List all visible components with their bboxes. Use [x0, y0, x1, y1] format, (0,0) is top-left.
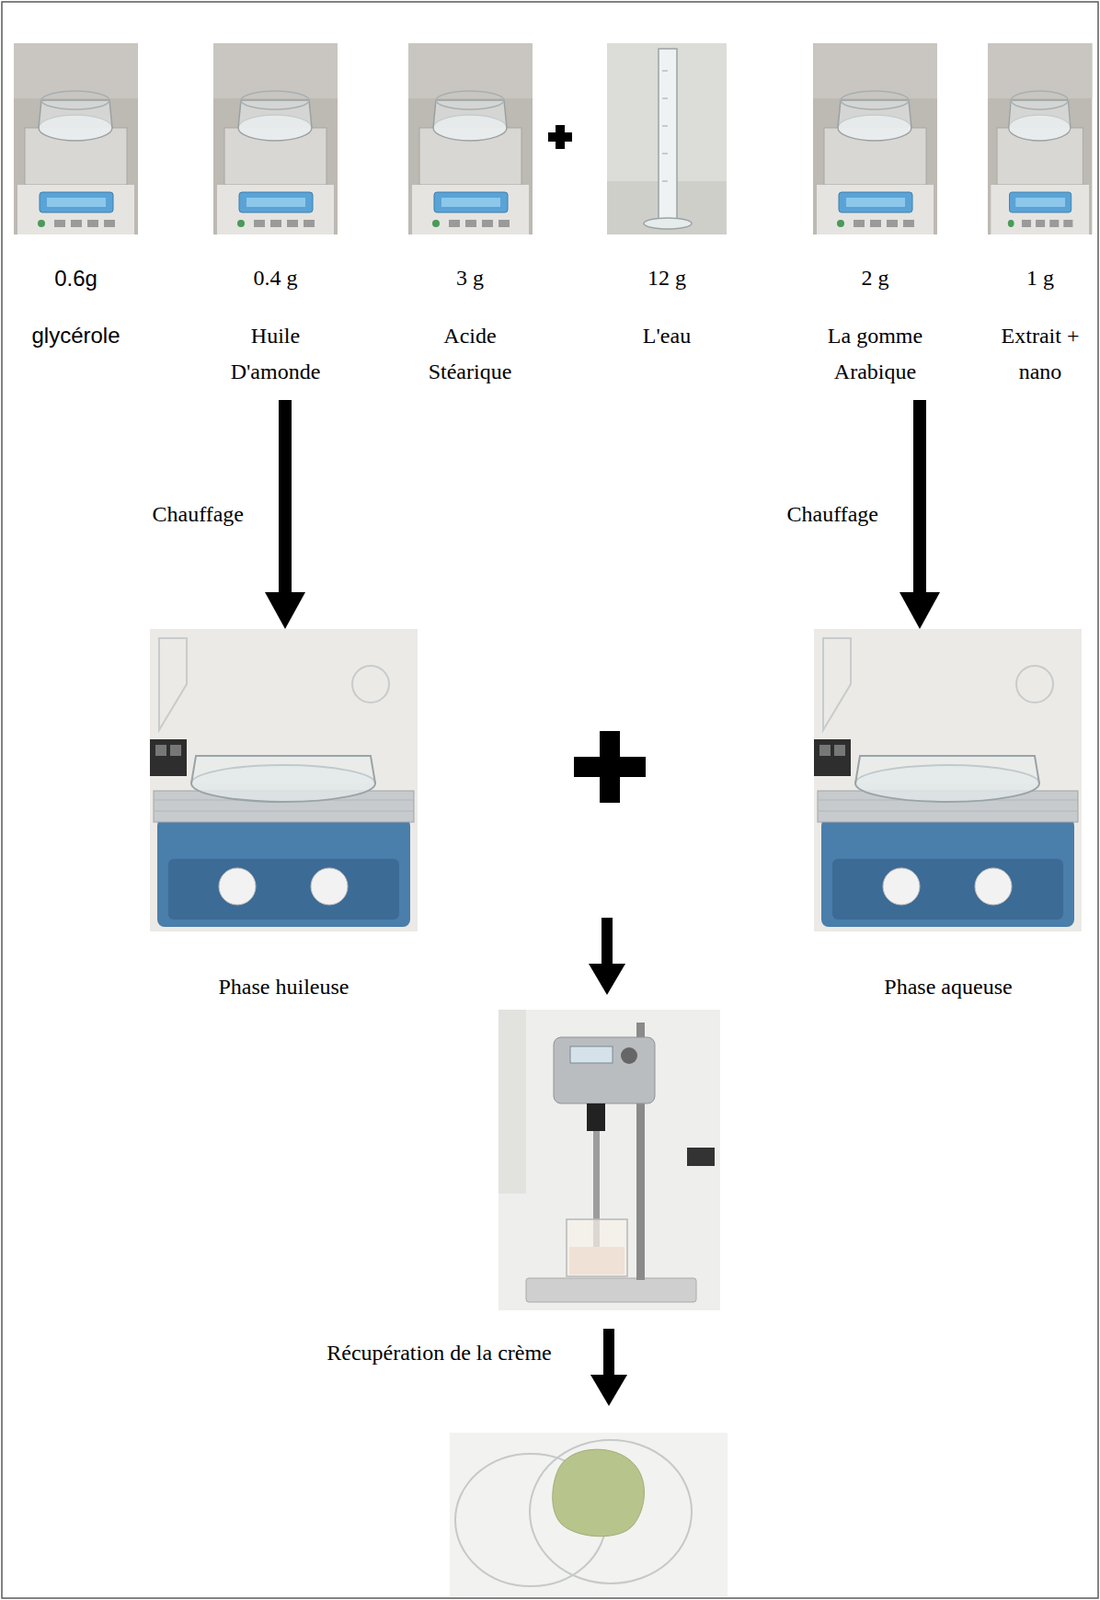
- balance-photo: [987, 43, 1092, 235]
- edge-label: Chauffage: [786, 496, 879, 532]
- ingredient-name: L'eau: [607, 318, 727, 354]
- cream-photo: [449, 1432, 728, 1597]
- phase-card: Phase huileuse: [149, 629, 418, 1005]
- quantity-label: 1 g: [987, 263, 1093, 293]
- ingredient-name: Acide Stéarique: [408, 318, 532, 390]
- ingredient-name: Extrait + nano: [987, 318, 1093, 390]
- step-label: Récupération de la crème: [326, 1335, 552, 1371]
- ingredient-name: Phase aqueuse: [813, 969, 1083, 1005]
- ingredient-card: 1 g Extrait + nano: [987, 43, 1093, 390]
- heating-arrow: [913, 400, 927, 593]
- ingredient-name: Phase huileuse: [149, 969, 418, 1005]
- ingredient-name: glycérole: [11, 318, 140, 354]
- phase-card: Phase aqueuse: [813, 629, 1083, 1005]
- plus-sign: [573, 731, 646, 803]
- balance-photo: [13, 43, 138, 235]
- ingredient-card: 0.6g glycérole: [11, 43, 140, 355]
- ingredient-card: 0.4 g Huile D'amonde: [211, 43, 340, 390]
- quantity-label: 0.6g: [11, 263, 140, 293]
- balance-photo: [813, 43, 938, 235]
- ingredient-card: 3 g Acide Stéarique: [408, 43, 532, 390]
- mixer-photo: [498, 1009, 721, 1311]
- ingredient-name: La gomme Arabique: [813, 318, 937, 390]
- ingredient-card: 12 g L'eau: [607, 43, 727, 355]
- balance-photo: [213, 43, 338, 235]
- hotplate-photo: [813, 629, 1082, 932]
- hotplate-photo: [149, 629, 418, 932]
- quantity-label: 12 g: [607, 263, 727, 293]
- ingredient-name: Huile D'amonde: [211, 318, 340, 390]
- flow-arrow: [590, 1329, 628, 1407]
- edge-label: Chauffage: [151, 496, 244, 532]
- plus-sign: [548, 125, 573, 149]
- heating-arrow: [278, 400, 292, 593]
- balance-photo: [408, 43, 533, 235]
- quantity-label: 2 g: [813, 263, 937, 293]
- quantity-label: 3 g: [408, 263, 532, 293]
- quantity-label: 0.4 g: [211, 263, 340, 293]
- flow-arrow: [588, 917, 626, 996]
- cylinder-photo: [607, 43, 727, 235]
- ingredient-card: 2 g La gomme Arabique: [813, 43, 937, 390]
